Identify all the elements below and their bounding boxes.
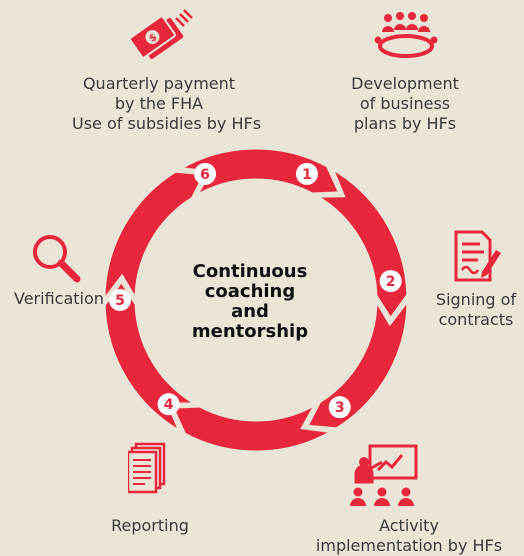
step-4-label: Reporting xyxy=(111,516,189,535)
step-number: 4 xyxy=(164,397,174,413)
money-payment-icon: $ xyxy=(128,9,193,60)
step-1-label: Development of business plans by HFs xyxy=(351,74,459,133)
step-number: 1 xyxy=(302,167,312,183)
step-number: 3 xyxy=(335,400,345,416)
contract-signing-icon xyxy=(454,230,501,282)
presentation-trainer-icon xyxy=(350,444,418,506)
center-title: Continuous coaching and mentorship xyxy=(191,261,309,342)
magnifier-icon xyxy=(33,235,81,283)
step-5-label: Verification xyxy=(14,289,104,308)
step-badge xyxy=(295,162,318,185)
step-number: 5 xyxy=(115,293,125,309)
step-badge xyxy=(194,162,217,185)
cycle-arrow-segment xyxy=(102,278,202,436)
cycle-arrow-segment xyxy=(304,294,410,431)
step-number: 2 xyxy=(386,274,396,290)
documents-report-icon xyxy=(128,442,166,494)
step-number: 6 xyxy=(200,167,210,183)
step-6-label: Quarterly payment by the FHA Use of subs… xyxy=(72,74,262,133)
step-badge xyxy=(328,396,351,419)
step-badge xyxy=(109,289,131,311)
cycle-arrow-segment xyxy=(169,399,337,454)
step-2-label: Signing of contracts xyxy=(435,290,517,329)
cycle-arrow-segment xyxy=(102,169,208,306)
step-3-label: Activity implementation by HFs xyxy=(315,516,503,555)
cycle-arrow-segment xyxy=(175,146,343,201)
step-badge xyxy=(157,393,180,416)
step-badge xyxy=(379,270,402,293)
meeting-people-icon xyxy=(374,12,438,58)
